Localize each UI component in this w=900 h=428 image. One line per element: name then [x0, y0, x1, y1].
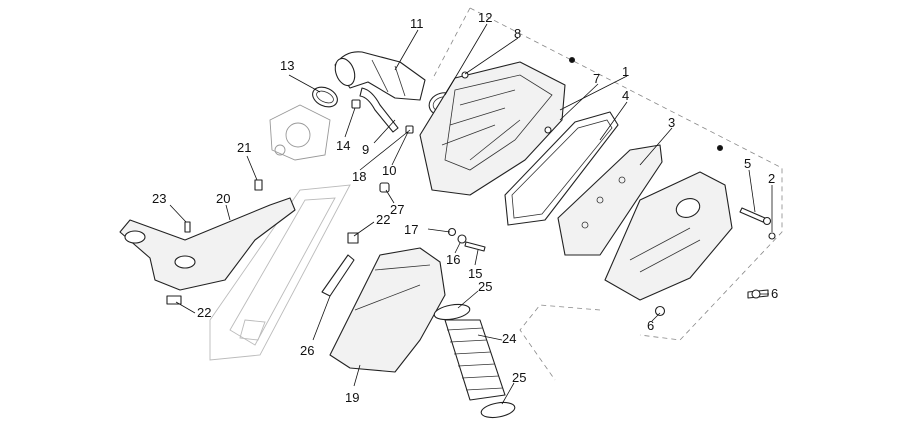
part-2-screw	[768, 232, 776, 240]
callout-18: 18	[352, 169, 366, 184]
callout-5: 5	[744, 156, 751, 171]
part-16-grommet	[457, 234, 467, 244]
callout-13: 13	[280, 58, 294, 73]
part-11-intake-duct	[334, 51, 426, 133]
part-19-lower-duct	[329, 247, 446, 373]
part-6-screw-a	[747, 289, 769, 299]
callout-19: 19	[345, 390, 359, 405]
callout-23: 23	[152, 191, 166, 206]
part-2-airbox-cover	[568, 56, 733, 301]
callout-14: 14	[336, 138, 350, 153]
assembly-dashed-frame	[431, 7, 783, 381]
callout-25-lower: 25	[512, 370, 526, 385]
callout-22-lower: 22	[197, 305, 211, 320]
part-27-nut	[379, 182, 390, 193]
callout-20: 20	[216, 191, 230, 206]
part-24-bellows-hose	[444, 319, 506, 401]
callout-25-upper: 25	[478, 279, 492, 294]
callout-21: 21	[237, 140, 251, 155]
callout-16: 16	[446, 252, 460, 267]
callout-15: 15	[468, 266, 482, 281]
part-22-clip-lower	[166, 295, 182, 305]
callout-9: 9	[362, 142, 369, 157]
callout-2: 2	[768, 171, 775, 186]
part-1-airbox-housing	[419, 61, 566, 196]
callout-6b: 6	[647, 318, 654, 333]
callout-4: 4	[622, 88, 629, 103]
callout-22-upper: 22	[376, 212, 390, 227]
part-26-rubber-strip	[321, 254, 355, 297]
callout-17: 17	[404, 222, 418, 237]
part-18-clip	[405, 125, 414, 134]
callout-1: 1	[622, 64, 629, 79]
callout-11: 11	[410, 16, 424, 31]
part-3-air-filter	[557, 144, 663, 256]
part-25-clamp-lower	[480, 401, 516, 419]
leader-lines	[169, 23, 773, 405]
part-22-clip-upper	[347, 232, 359, 244]
callout-26: 26	[300, 343, 314, 358]
callout-8: 8	[514, 26, 521, 41]
callout-labels: 1 2 3 4 5 6 6 7 8 9 10 11 12 13 14 15 16…	[152, 10, 778, 405]
callout-7: 7	[593, 71, 600, 86]
part-15-bolt	[464, 241, 486, 252]
part-25-clamp-upper	[433, 303, 471, 321]
callout-27: 27	[390, 202, 404, 217]
part-7-gasket	[504, 111, 619, 226]
part-23-bolt	[184, 221, 191, 233]
callout-12: 12	[478, 10, 492, 25]
part-6-screw-b	[654, 305, 666, 317]
part-13-hose-clamp	[312, 86, 338, 108]
callout-3: 3	[668, 115, 675, 130]
callout-6a: 6	[771, 286, 778, 301]
callout-10: 10	[382, 163, 396, 178]
part-14-clip	[351, 99, 361, 109]
part-5-screw	[739, 207, 772, 226]
part-throttle-body	[269, 104, 331, 161]
part-21-bolt	[254, 179, 263, 191]
part-20-air-snorkel	[119, 197, 296, 291]
callout-24: 24	[502, 331, 516, 346]
